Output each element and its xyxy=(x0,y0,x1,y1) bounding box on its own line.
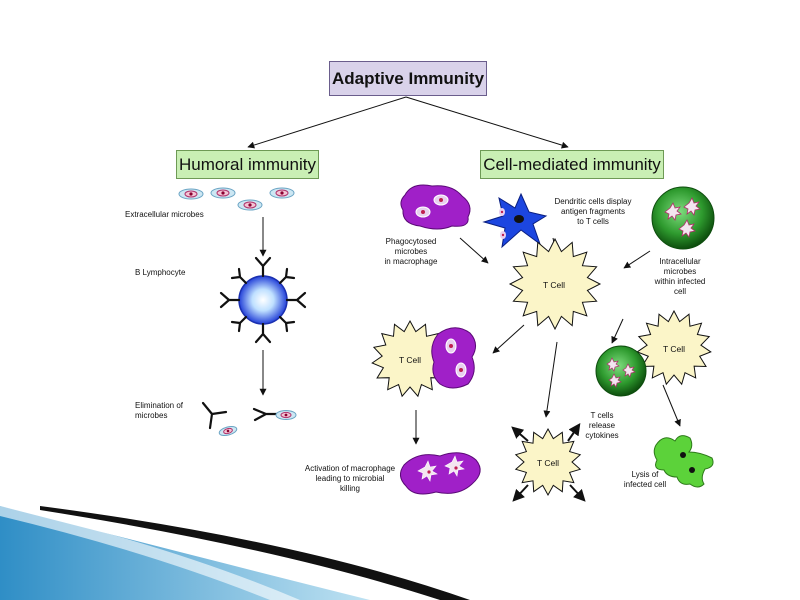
label-intracellular-line1: Intracellular xyxy=(659,257,701,266)
outcome-arrows xyxy=(412,318,681,445)
label-lysis-line1: Lysis of xyxy=(631,470,659,479)
page-title: Adaptive Immunity xyxy=(329,61,487,96)
dendritic-cell xyxy=(482,192,548,249)
footer-swoosh xyxy=(0,506,470,600)
label-intracellular-line3: within infected xyxy=(654,277,706,286)
label-dendritic-line2: antigen fragments xyxy=(560,207,626,216)
t-cell-with-infected-cell xyxy=(636,309,712,386)
lysed-infected-cell xyxy=(653,435,714,488)
antibody-microbe-complex xyxy=(201,401,297,437)
label-phagocytosed-line2: microbes xyxy=(394,247,428,256)
t-cell-label-infected: T Cell xyxy=(662,344,686,354)
label-activation-line3: killing xyxy=(339,484,360,493)
extracellular-microbes xyxy=(178,187,295,211)
infected-cell xyxy=(651,186,715,250)
label-dendritic-line3: to T cells xyxy=(577,217,609,226)
cell-mediated-immunity-heading: Cell-mediated immunity xyxy=(480,150,664,179)
label-tcells-release-line1: T cells xyxy=(590,411,614,420)
label-intracellular-line4: cell xyxy=(673,287,686,296)
macrophage-phagocytosed xyxy=(400,184,471,230)
label-lysis-line2: infected cell xyxy=(623,480,667,489)
label-phagocytosed-line1: Phagocytosed xyxy=(385,237,437,246)
infected-cell-with-t-cell xyxy=(595,345,647,397)
cytokine-arrows xyxy=(511,423,586,502)
label-tcells-release-line3: cytokines xyxy=(585,431,619,440)
t-cells xyxy=(371,237,712,497)
macrophage-with-t-cell xyxy=(431,327,476,389)
label-elimination-line1: Elimination of xyxy=(135,401,184,410)
t-cell-label-macrophage: T Cell xyxy=(398,355,422,365)
label-dendritic-line1: Dendritic cells display xyxy=(554,197,632,206)
label-tcells-release-line2: release xyxy=(588,421,616,430)
label-b-lymphocyte: B Lymphocyte xyxy=(135,268,186,277)
label-activation-line1: Activation of macrophage xyxy=(304,464,396,473)
t-cell-central xyxy=(508,237,602,331)
label-intracellular-line2: microbes xyxy=(663,267,697,276)
label-elimination-line2: microbes xyxy=(135,411,168,420)
b-lymphocyte xyxy=(219,256,307,344)
label-phagocytosed-line3: in macrophage xyxy=(384,257,438,266)
label-extracellular-microbes: Extracellular microbes xyxy=(125,210,204,219)
label-activation-line2: leading to microbial xyxy=(315,474,385,483)
humoral-immunity-heading: Humoral immunity xyxy=(176,150,319,179)
title-arrows xyxy=(247,96,569,149)
t-cell-cytokine xyxy=(514,427,582,497)
activated-macrophage xyxy=(400,452,481,495)
t-cell-label-cytokine: T Cell xyxy=(536,458,560,468)
t-cell-label-central: T Cell xyxy=(542,280,566,290)
